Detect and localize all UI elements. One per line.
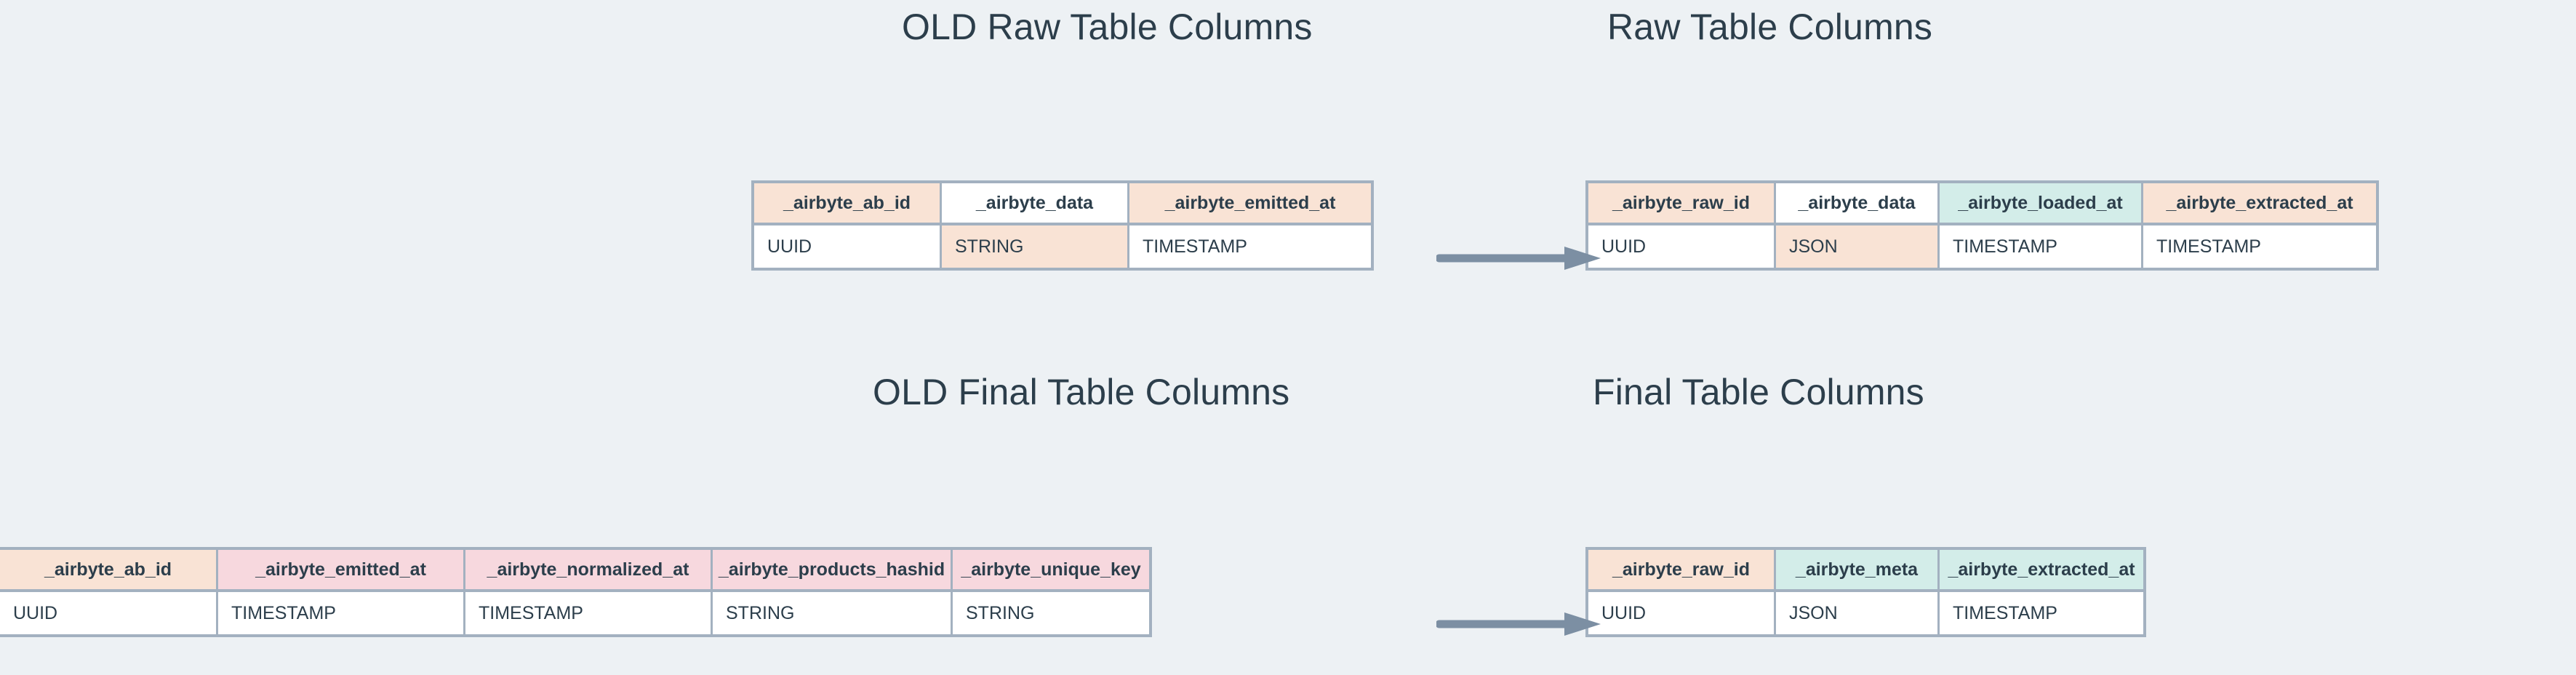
column-type-airbyte-meta: JSON	[1776, 592, 1940, 634]
column-type-airbyte-extracted-at: TIMESTAMP	[1940, 592, 2143, 634]
column-header-airbyte-extracted-at: _airbyte_extracted_at	[2143, 183, 2376, 225]
table-old-raw: _airbyte_ab_id_airbyte_data_airbyte_emit…	[751, 180, 1374, 271]
title-old-raw-table: OLD Raw Table Columns	[902, 7, 1313, 47]
column-type-airbyte-emitted-at: TIMESTAMP	[1129, 225, 1371, 268]
column-header-airbyte-unique-key: _airbyte_unique_key	[953, 550, 1149, 592]
table-new-final: _airbyte_raw_id_airbyte_meta_airbyte_ext…	[1585, 547, 2146, 637]
arrow-raw-migration	[1436, 247, 1601, 270]
column-type-airbyte-ab-id: UUID	[754, 225, 942, 268]
column-header-airbyte-data: _airbyte_data	[942, 183, 1129, 225]
title-new-final-table: Final Table Columns	[1593, 372, 1924, 412]
column-header-airbyte-ab-id: _airbyte_ab_id	[0, 550, 218, 592]
title-old-final-table: OLD Final Table Columns	[873, 372, 1290, 412]
table-old-final: _airbyte_ab_id_airbyte_emitted_at_airbyt…	[0, 547, 1152, 637]
column-header-airbyte-loaded-at: _airbyte_loaded_at	[1940, 183, 2143, 225]
table-header-row: _airbyte_raw_id_airbyte_meta_airbyte_ext…	[1588, 550, 2143, 592]
column-header-airbyte-ab-id: _airbyte_ab_id	[754, 183, 942, 225]
column-header-airbyte-emitted-at: _airbyte_emitted_at	[218, 550, 465, 592]
column-type-airbyte-emitted-at: TIMESTAMP	[218, 592, 465, 634]
column-header-airbyte-extracted-at: _airbyte_extracted_at	[1940, 550, 2143, 592]
arrow-final-migration	[1436, 612, 1601, 636]
column-type-airbyte-unique-key: STRING	[953, 592, 1149, 634]
column-header-airbyte-meta: _airbyte_meta	[1776, 550, 1940, 592]
column-type-airbyte-data: STRING	[942, 225, 1129, 268]
table-new-raw: _airbyte_raw_id_airbyte_data_airbyte_loa…	[1585, 180, 2379, 271]
column-type-airbyte-ab-id: UUID	[0, 592, 218, 634]
column-type-airbyte-products-hashid: STRING	[713, 592, 953, 634]
column-type-airbyte-loaded-at: TIMESTAMP	[1940, 225, 2143, 268]
column-header-airbyte-emitted-at: _airbyte_emitted_at	[1129, 183, 1371, 225]
column-type-airbyte-extracted-at: TIMESTAMP	[2143, 225, 2376, 268]
column-header-airbyte-data: _airbyte_data	[1776, 183, 1940, 225]
title-new-raw-table: Raw Table Columns	[1607, 7, 1933, 47]
column-header-airbyte-normalized-at: _airbyte_normalized_at	[465, 550, 713, 592]
column-type-airbyte-normalized-at: TIMESTAMP	[465, 592, 713, 634]
column-header-airbyte-products-hashid: _airbyte_products_hashid	[713, 550, 953, 592]
column-type-airbyte-data: JSON	[1776, 225, 1940, 268]
column-type-airbyte-raw-id: UUID	[1588, 592, 1776, 634]
column-type-airbyte-raw-id: UUID	[1588, 225, 1776, 268]
table-header-row: _airbyte_ab_id_airbyte_emitted_at_airbyt…	[0, 550, 1149, 592]
table-header-row: _airbyte_raw_id_airbyte_data_airbyte_loa…	[1588, 183, 2376, 225]
column-header-airbyte-raw-id: _airbyte_raw_id	[1588, 183, 1776, 225]
table-header-row: _airbyte_ab_id_airbyte_data_airbyte_emit…	[754, 183, 1371, 225]
column-header-airbyte-raw-id: _airbyte_raw_id	[1588, 550, 1776, 592]
